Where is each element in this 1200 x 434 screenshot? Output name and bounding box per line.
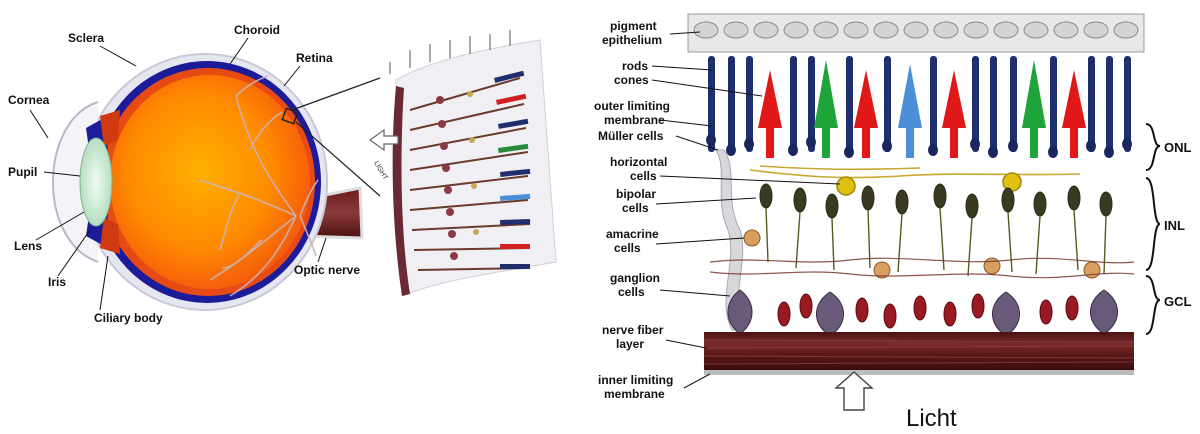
vitreous-body [110, 75, 310, 289]
label-rods: rods [622, 59, 648, 73]
ganglion-cells [728, 290, 1118, 336]
inner-plexiform-fibers [710, 258, 1134, 277]
label-retina: Retina [296, 51, 333, 65]
light-arrow-icon [836, 372, 872, 410]
nerve-fiber-layer [704, 332, 1134, 370]
inset-light-label: LIGHT [372, 160, 389, 182]
label-nfl-2: layer [616, 337, 644, 351]
label-choroid: Choroid [234, 23, 280, 37]
label-nfl-1: nerve fiber [602, 323, 664, 337]
label-ganglion-1: ganglion [610, 271, 660, 285]
label-pupil: Pupil [8, 165, 37, 179]
label-horizontal-1: horizontal [610, 155, 667, 169]
lens [80, 138, 112, 226]
label-ganglion-2: cells [618, 285, 645, 299]
label-muller: Müller cells [598, 129, 664, 143]
label-pigment-2: epithelium [602, 33, 662, 47]
retina-inset: LIGHT [370, 30, 556, 296]
label-lens: Lens [14, 239, 42, 253]
photoreceptors [706, 56, 1132, 158]
layer-onl: ONL [1164, 140, 1192, 155]
label-bipolar-2: cells [622, 201, 649, 215]
inl-bracket [1146, 178, 1160, 270]
label-horizontal-2: cells [630, 169, 657, 183]
label-iris: Iris [48, 275, 66, 289]
label-ilm-2: membrane [604, 387, 665, 401]
label-pigment-1: pigment [610, 19, 657, 33]
label-sclera: Sclera [68, 31, 104, 45]
inner-limiting-membrane [704, 370, 1134, 375]
light-label: Licht [906, 405, 957, 432]
label-amacrine-1: amacrine [606, 227, 659, 241]
label-ciliary-body: Ciliary body [94, 311, 163, 325]
label-cones: cones [614, 73, 649, 87]
layer-brackets [1146, 124, 1160, 334]
label-optic-nerve: Optic nerve [294, 263, 360, 277]
pigment-cells [694, 22, 1138, 38]
layer-gcl: GCL [1164, 294, 1192, 309]
layer-inl: INL [1164, 218, 1185, 233]
gcl-bracket [1146, 276, 1160, 334]
label-amacrine-2: cells [614, 241, 641, 255]
label-cornea: Cornea [8, 93, 50, 107]
onl-bracket [1146, 124, 1160, 170]
label-olm-1: outer limiting [594, 99, 670, 113]
label-olm-2: membrane [604, 113, 665, 127]
retina-section: Licht ONL INL GCL [688, 14, 1192, 432]
label-bipolar-1: bipolar [616, 187, 656, 201]
zoom-line-top [292, 78, 380, 110]
label-ilm-1: inner limiting [598, 373, 673, 387]
